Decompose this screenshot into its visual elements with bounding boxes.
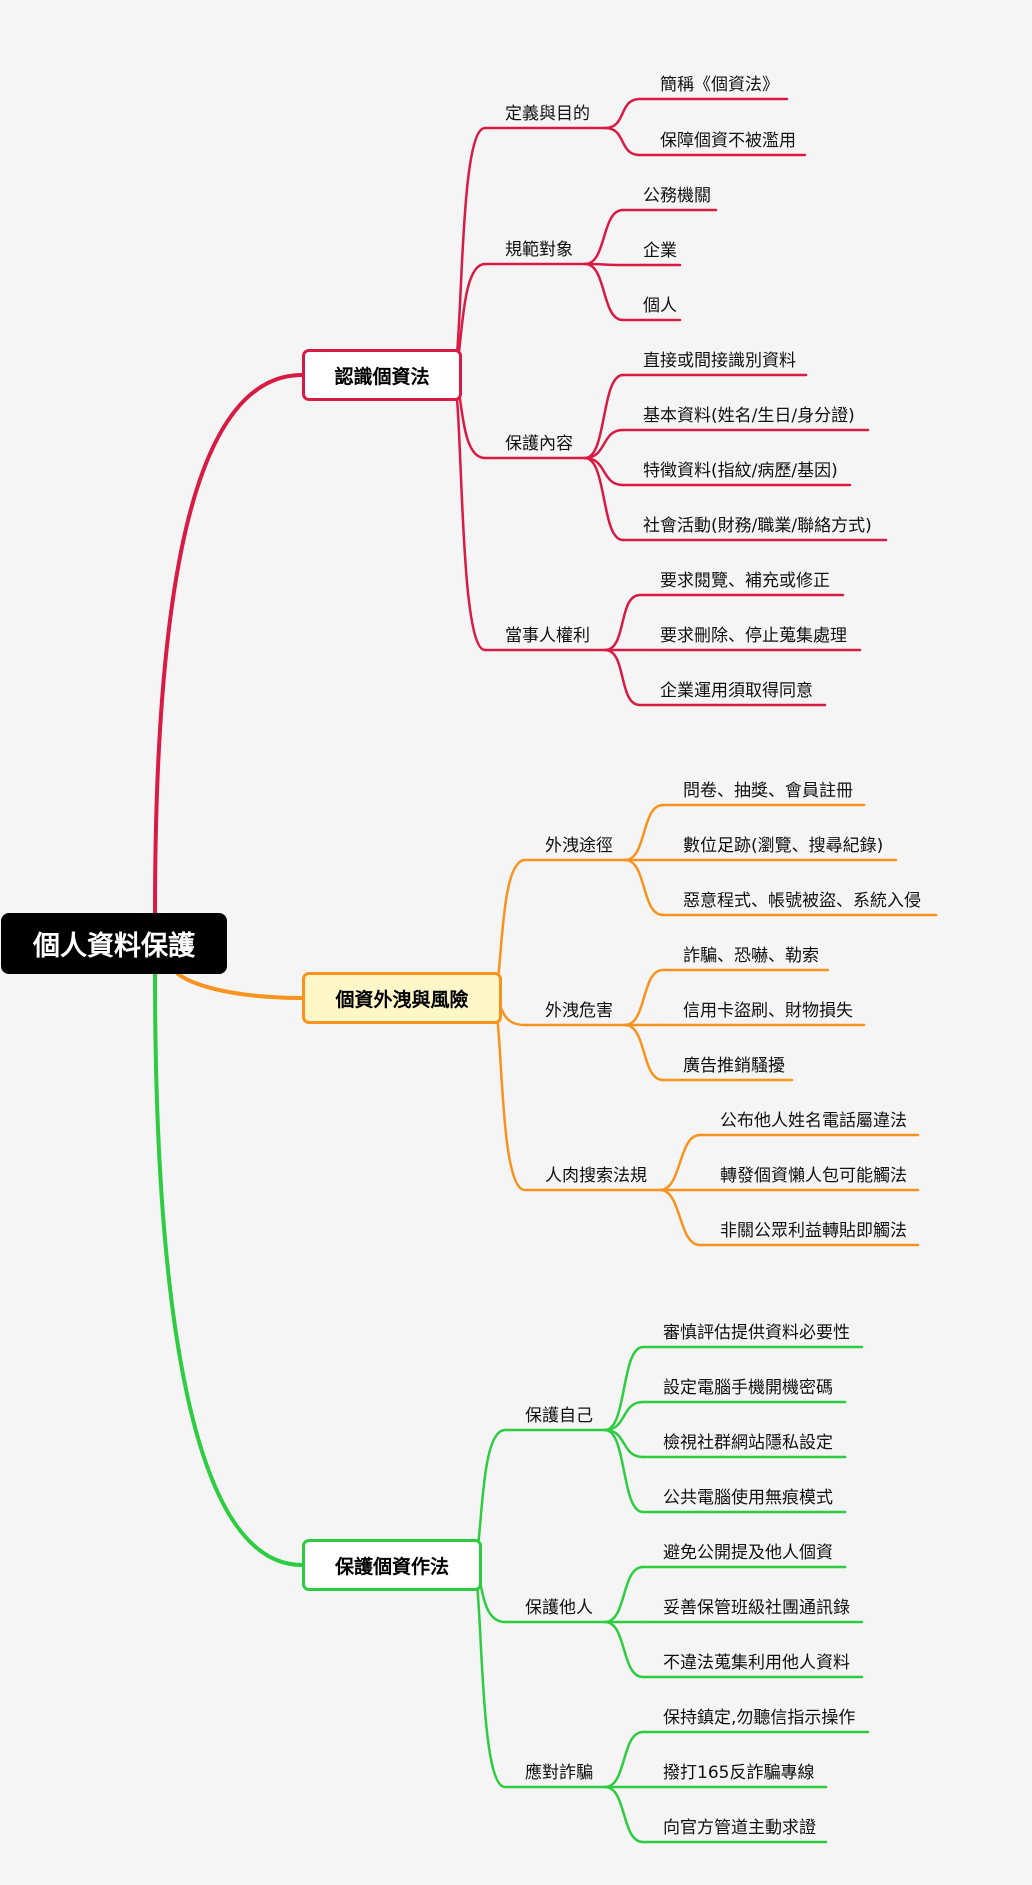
- subtopic-protect-self: 保護自己: [525, 1406, 593, 1426]
- leaf-item: 公共電腦使用無痕模式: [663, 1488, 833, 1508]
- leaf-item: 企業運用須取得同意: [660, 681, 813, 701]
- leaf-item: 基本資料(姓名/生日/身分證): [643, 406, 855, 426]
- subtopic-fraud-response: 應對詐騙: [525, 1763, 593, 1783]
- leaf-item: 簡稱《個資法》: [660, 75, 779, 95]
- subtopic-leak-harm: 外洩危害: [545, 1001, 613, 1021]
- leaf-item: 轉發個資懶人包可能觸法: [720, 1166, 907, 1186]
- leaf-item: 數位足跡(瀏覽、搜尋紀錄): [683, 836, 884, 856]
- leaf-item: 公布他人姓名電話屬違法: [720, 1111, 907, 1131]
- branch-node-protection: 保護個資作法: [302, 1539, 482, 1591]
- leaf-item: 保障個資不被濫用: [660, 131, 796, 151]
- leaf-item: 企業: [643, 241, 677, 261]
- subtopic-rights: 當事人權利: [505, 626, 590, 646]
- subtopic-protected-content: 保護內容: [505, 434, 573, 454]
- leaf-item: 非關公眾利益轉貼即觸法: [720, 1221, 907, 1241]
- leaf-item: 惡意程式、帳號被盜、系統入侵: [683, 891, 921, 911]
- branch-node-leak-risk: 個資外洩與風險: [302, 972, 502, 1024]
- leaf-item: 避免公開提及他人個資: [663, 1543, 833, 1563]
- leaf-item: 直接或間接識別資料: [643, 351, 796, 371]
- leaf-item: 審慎評估提供資料必要性: [663, 1323, 850, 1343]
- leaf-item: 要求刪除、停止蒐集處理: [660, 626, 847, 646]
- leaf-item: 向官方管道主動求證: [663, 1818, 816, 1838]
- leaf-item: 信用卡盜刷、財物損失: [683, 1001, 853, 1021]
- leaf-item: 個人: [643, 296, 677, 316]
- leaf-item: 設定電腦手機開機密碼: [663, 1378, 833, 1398]
- subtopic-leak-paths: 外洩途徑: [545, 836, 613, 856]
- leaf-item: 公務機關: [643, 186, 711, 206]
- leaf-item: 檢視社群網站隱私設定: [663, 1433, 833, 1453]
- leaf-item: 保持鎮定,勿聽信指示操作: [663, 1708, 856, 1728]
- root-node: 個人資料保護: [1, 913, 227, 974]
- leaf-item: 詐騙、恐嚇、勒索: [683, 946, 819, 966]
- leaf-item: 特徵資料(指紋/病歷/基因): [643, 461, 838, 481]
- subtopic-protect-others: 保護他人: [525, 1598, 593, 1618]
- subtopic-definition: 定義與目的: [505, 104, 590, 124]
- subtopic-scope: 規範對象: [505, 240, 573, 260]
- leaf-item: 不違法蒐集利用他人資料: [663, 1653, 850, 1673]
- leaf-item: 廣告推銷騷擾: [683, 1056, 785, 1076]
- leaf-item: 社會活動(財務/職業/聯絡方式): [643, 516, 872, 536]
- leaf-item: 問卷、抽獎、會員註冊: [683, 781, 853, 801]
- subtopic-doxxing-law: 人肉搜索法規: [545, 1166, 647, 1186]
- branch-node-law: 認識個資法: [302, 349, 462, 401]
- leaf-item: 撥打165反詐騙專線: [663, 1763, 815, 1783]
- leaf-item: 妥善保管班級社團通訊錄: [663, 1598, 850, 1618]
- leaf-item: 要求閱覽、補充或修正: [660, 571, 830, 591]
